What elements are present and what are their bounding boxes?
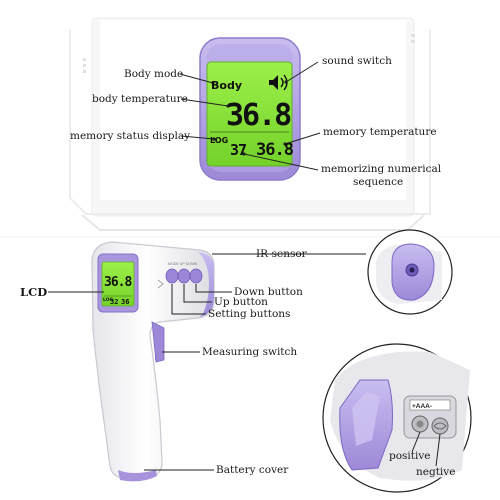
bottom-leader-lines bbox=[48, 253, 366, 471]
ir-sensor-inset bbox=[367, 229, 453, 315]
device-lcd-main-reading: 36.8 bbox=[104, 275, 132, 290]
label-positive: positive bbox=[389, 450, 431, 462]
label-memorizing-numerical-line2: sequence bbox=[353, 176, 404, 188]
battery-inset bbox=[322, 343, 472, 493]
device-lcd-memory-reading: 36 bbox=[121, 298, 129, 306]
label-lcd: LCD bbox=[20, 285, 48, 299]
top-leader-lines bbox=[179, 61, 321, 171]
button-marking: MODE UP DOWN bbox=[168, 262, 197, 266]
label-setting-buttons: Setting buttons bbox=[208, 308, 291, 320]
label-memorizing-numerical-line1: memorizing numerical bbox=[321, 163, 442, 175]
lcd-mode-text: Body bbox=[211, 79, 242, 92]
main-lcd-display bbox=[199, 37, 301, 181]
device-lcd-memory-index: 32 bbox=[110, 298, 118, 306]
label-negative: negtive bbox=[416, 466, 456, 478]
label-battery-cover: Battery cover bbox=[216, 464, 289, 476]
lcd-memory-index: 37 bbox=[230, 141, 246, 159]
device-lcd-log-text: LOG bbox=[103, 297, 114, 303]
label-body-mode: Body mode bbox=[124, 68, 184, 80]
lcd-log-text: LOG bbox=[210, 136, 228, 145]
lcd-memory-reading: 36.8 bbox=[256, 140, 294, 160]
label-sound-switch: sound switch bbox=[322, 55, 392, 67]
label-memory-temperature: memory temperature bbox=[323, 126, 437, 138]
button-cluster bbox=[157, 268, 203, 289]
label-ir-sensor: IR-sensor bbox=[256, 248, 307, 260]
label-measuring-switch: Measuring switch bbox=[202, 346, 298, 358]
label-up-button: Up button bbox=[214, 296, 268, 308]
label-down-button: Down button bbox=[234, 286, 303, 298]
lcd-main-reading: 36.8 bbox=[226, 98, 291, 133]
device-lcd bbox=[97, 253, 139, 313]
label-body-temperature: body temperature bbox=[92, 93, 188, 105]
label-memory-status-display: memory status display bbox=[70, 130, 191, 142]
battery-marking: +AAA- bbox=[412, 403, 432, 410]
